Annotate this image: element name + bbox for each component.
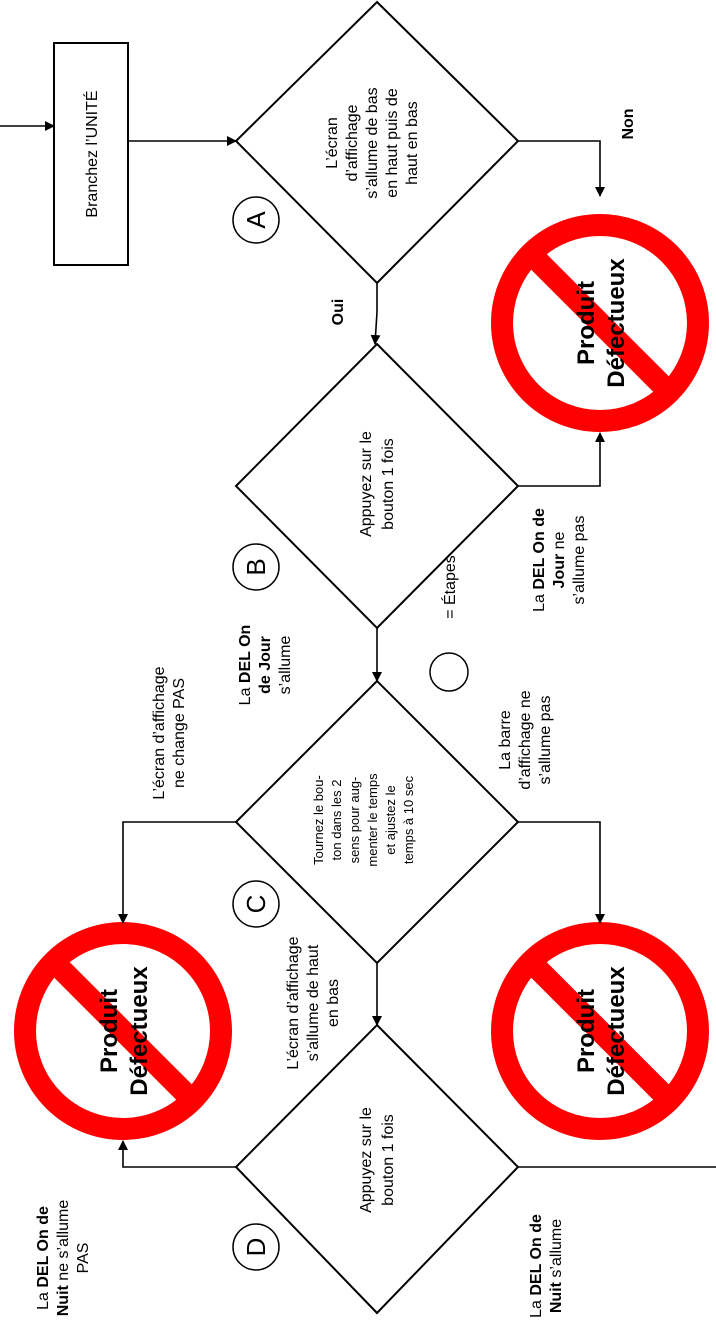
start-box [53,42,129,266]
legend-circle [429,652,469,692]
step-b-letter: B [241,558,271,575]
label-d-fail-del: DEL On de [35,1206,52,1288]
step-c-text: Tournez le bou- ton dans les 2 sens pour… [311,773,416,867]
label-c-ok-1: L’écran d’affichage [285,936,302,1069]
step-c-circle [232,880,280,928]
label-c-no-change-2: ne change PAS [171,678,188,788]
step-a-line-1: L’écran [324,117,341,169]
defect-text-2: Produit Défectueux [96,966,153,1096]
label-d-fail-nuit: Nuit [55,1284,72,1316]
label-d-fail: La DEL On de Nuit ne s’allume PAS [35,1200,92,1317]
label-oui: Oui [330,299,347,326]
label-b-pass-la: La [237,687,254,705]
label-c-ok-3: en bas [325,979,342,1027]
label-b-fail-ne: ne [551,531,568,549]
step-d-text: Appuyez sur le bouton 1 fois [358,1107,397,1213]
label-non: Non [620,108,637,139]
label-b-fail-la: La [531,594,548,612]
defect-2-line-2: Défectueux [126,966,153,1096]
step-b-diamond [234,342,520,630]
label-b-pass: La DEL On de Jour s’allume [237,625,294,706]
label-b-fail: La DEL On de Jour ne s’allume pas [531,508,588,612]
step-a-line-3: s’allume de bas [364,87,381,198]
label-c-bar-fail: La barre d’affichage ne s’allume pas [497,690,554,789]
step-c-letter: C [241,895,271,914]
step-a-line-2: d’affichage [344,104,361,181]
label-d-pass: La DEL On de Nuit s’allume [528,1214,565,1318]
label-b-fail-jour: Jour [551,554,568,589]
step-c-line-1: Tournez le bou- [311,775,326,865]
svg-text:Nuit ne s’allume: Nuit ne s’allume [55,1200,72,1317]
defect-text-1: Produit Défectueux [573,258,630,388]
label-c-no-change: L’écran d’affichage ne change PAS [151,666,188,799]
defect-1-line-2: Défectueux [603,258,630,388]
step-c-line-6: temps à 10 sec [401,775,416,864]
step-a-text: L’écran d’affichage s’allume de bas en h… [324,87,421,198]
label-c-ok-2: s’allume de haut [305,944,322,1061]
step-a-line-4: en haut puis de [384,88,401,198]
step-c-line-5: et ajustez le [383,785,398,854]
label-b-fail-line3: s’allume pas [571,516,588,605]
arrow-a-non [518,140,605,197]
defect-text-3: Produit Défectueux [573,966,630,1096]
arrow-c-bar-fail [518,821,605,924]
label-d-fail-ne: ne s’allume [55,1200,72,1281]
label-d-pass-sallume: s’allume [548,1219,565,1278]
step-c-line-2: ton dans les 2 [329,780,344,861]
svg-text:La DEL On de: La DEL On de [531,508,548,612]
label-c-bar-2: d’affichage ne [517,690,534,789]
step-b-line-1: Appuyez sur le [358,431,375,537]
label-d-pass-del: DEL On de [528,1214,545,1296]
step-a-circle [232,196,280,244]
label-d-fail-pas: PAS [75,1243,92,1274]
svg-text:Jour ne: Jour ne [551,531,568,588]
step-d-line-1: Appuyez sur le [358,1107,375,1213]
defect-2-line-1: Produit [96,989,123,1073]
label-b-fail-del: DEL On de [531,508,548,590]
label-c-ok: L’écran d’affichage s’allume de haut en … [285,936,342,1069]
step-c-line-3: sens pour aug- [347,777,362,864]
legend-text: = Étapes [440,555,459,619]
step-a-letter: A [241,211,271,229]
start-label: Branchez l’UNITÉ [82,90,101,217]
step-d-line-2: bouton 1 fois [380,1114,397,1206]
defect-3-line-2: Défectueux [603,966,630,1096]
arrow-b-fail [518,432,605,487]
step-b-line-2: bouton 1 fois [380,438,397,530]
arrow-d-fail [118,1140,236,1168]
label-c-bar-1: La barre [497,710,514,770]
svg-text:La DEL On de: La DEL On de [35,1206,52,1310]
defect-sign-2 [14,922,232,1140]
arrow-c-no-change [118,821,236,924]
label-d-pass-nuit: Nuit [548,1281,565,1313]
label-c-no-change-1: L’écran d’affichage [151,666,168,799]
label-c-bar-3: s’allume pas [537,696,554,785]
label-b-pass-sallume: s’allume [277,636,294,695]
step-c-line-4: menter le temps [365,773,380,867]
defect-sign-3 [491,922,709,1140]
label-b-pass-del: DEL On [237,625,254,683]
defect-1-line-1: Produit [573,281,600,365]
label-d-pass-la: La [528,1300,545,1318]
svg-text:La DEL On: La DEL On [237,625,254,706]
step-b-text: Appuyez sur le bouton 1 fois [358,431,397,537]
step-d-letter: D [241,1238,271,1257]
label-b-pass-dejour: de Jour [257,636,274,694]
svg-text:La DEL On de: La DEL On de [528,1214,545,1318]
label-d-fail-la: La [35,1292,52,1310]
arrow-a-oui [370,283,381,345]
step-a-line-5: haut en bas [404,101,421,185]
step-d-diamond [234,1023,520,1315]
step-b-circle [232,543,280,591]
svg-text:Nuit s’allume: Nuit s’allume [548,1219,565,1313]
defect-3-line-1: Produit [573,989,600,1073]
defect-sign-1 [491,214,709,432]
step-d-circle [232,1223,280,1271]
